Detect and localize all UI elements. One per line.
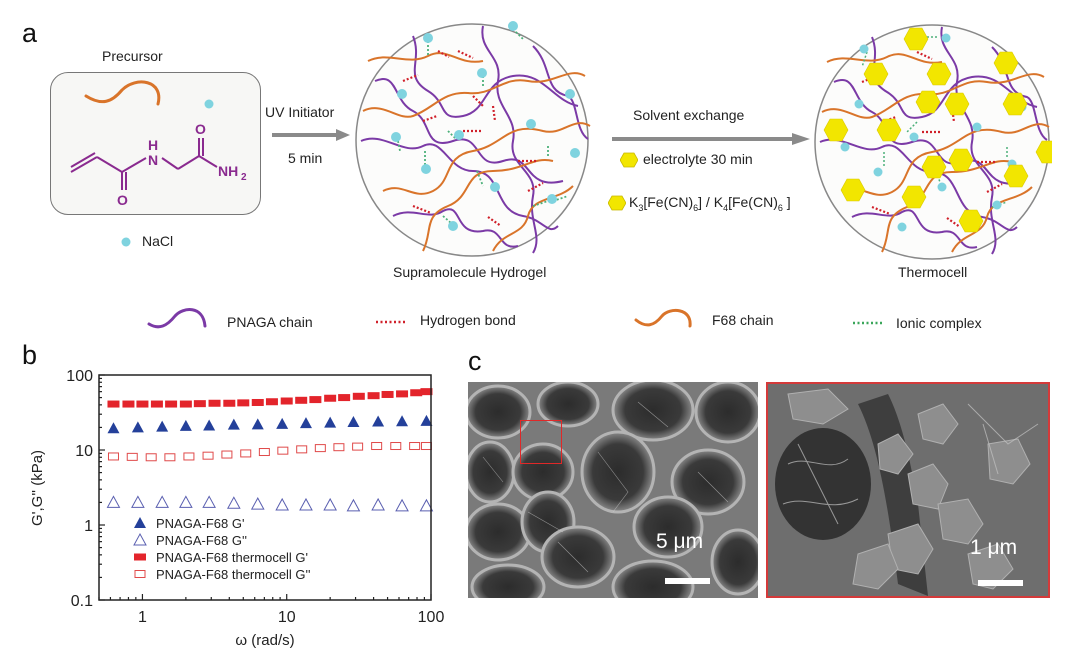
sem-image-overview: 5 μm (468, 382, 758, 598)
legend-pnaga-label: PNAGA chain (227, 314, 313, 330)
mol-o-top-label: O (195, 121, 206, 137)
k3-text: K (629, 194, 639, 210)
scale-bar-1um (978, 580, 1023, 586)
end-text: ] (782, 194, 791, 210)
k3-sub: 3 (638, 202, 644, 213)
sem-porous-texture (468, 382, 758, 598)
chart-legend-item: PNAGA-F68 thermocell G'' (156, 567, 311, 582)
fe1-text: [Fe(CN) (643, 194, 694, 210)
f68-chain-legend-icon (634, 308, 692, 328)
ionic-complex-icon (853, 321, 883, 325)
mol-n-label: N (148, 152, 158, 168)
scale-bar-5um (665, 578, 710, 584)
scale-label-1um: 1 μm (970, 536, 1018, 559)
x-tick-label: 10 (278, 609, 296, 626)
inset-region-marker (520, 420, 562, 464)
five-min-label: 5 min (288, 150, 323, 166)
y-tick-label: 100 (66, 368, 93, 385)
y-tick-label: 0.1 (71, 593, 93, 610)
uv-initiator-label: UV Initiator (265, 104, 335, 120)
legend-ionic-label: Ionic complex (896, 315, 982, 331)
mol-o-bottom-label: O (117, 192, 128, 208)
panel-a-label: a (22, 18, 38, 48)
chart-legend-item: PNAGA-F68 thermocell G' (156, 550, 308, 565)
legend-hbond-label: Hydrogen bond (420, 312, 516, 328)
thermocell-label: Thermocell (898, 264, 968, 280)
redox-couple-label: K3[Fe(CN)6] / K4[Fe(CN)6 ] (629, 194, 791, 213)
solvent-exchange-label: Solvent exchange (633, 107, 745, 123)
fe1-sub: 6 (693, 202, 699, 213)
chart-data-points (106, 388, 434, 512)
mol-nh2-sub: 2 (241, 172, 247, 183)
mol-nh-label: NH (218, 163, 238, 179)
legend-f68-label: F68 chain (712, 312, 774, 328)
chart-legend: PNAGA-F68 G' PNAGA-F68 G'' PNAGA-F68 therm… (133, 516, 311, 582)
x-tick-label: 1 (138, 609, 147, 626)
hydrogel-network (355, 21, 591, 257)
x-tick-label: 100 (418, 609, 445, 626)
y-tick-label: 10 (75, 443, 93, 460)
hydrogen-bond-icon (376, 320, 406, 324)
electrolyte-hexagon-icon (620, 152, 638, 168)
precursor-title: Precursor (102, 48, 163, 64)
y-axis-label: G',G'' (kPa) (29, 450, 46, 526)
arrow-step1-icon (272, 129, 350, 141)
nacl-legend-icon (121, 237, 131, 247)
precursor-illustration: H N O O NH 2 (70, 80, 247, 208)
arrow-step2-icon (612, 133, 810, 145)
nacl-icon (204, 99, 214, 109)
sep-text: ] / K (698, 194, 724, 210)
chart-legend-item: PNAGA-F68 G' (156, 516, 244, 531)
chart-axes: 1 10 100 0.1 1 10 100 (66, 368, 444, 626)
panel-c-label: c (468, 346, 482, 376)
hydrogel-label: Supramolecule Hydrogel (393, 264, 547, 280)
y-tick-label: 1 (84, 518, 93, 535)
chart-legend-item: PNAGA-F68 G'' (156, 533, 247, 548)
x-axis-label: ω (rad/s) (235, 632, 294, 649)
thermocell-network (814, 24, 1052, 260)
sem-crystal-texture (768, 384, 1048, 596)
redox-hexagon-icon (608, 195, 626, 211)
panel-b-label: b (22, 340, 38, 370)
fe2-sub: 6 (777, 202, 783, 213)
fe2-text: [Fe(CN) (728, 194, 778, 210)
k4-sub: 4 (723, 202, 729, 213)
nagamolecule-icon (70, 138, 218, 190)
scale-label-5um: 5 μm (656, 530, 704, 553)
electrolyte-label: electrolyte 30 min (643, 151, 753, 167)
schematic-legend: PNAGA chain Hydrogen bond F68 chain Ioni… (0, 300, 1080, 340)
mol-h-label: H (148, 137, 158, 153)
f68-chain-icon (84, 80, 161, 106)
sem-image-zoomed: 1 μm (766, 382, 1050, 598)
plot-frame (98, 374, 432, 601)
nacl-label: NaCl (142, 233, 174, 249)
pnaga-chain-icon (147, 308, 207, 329)
